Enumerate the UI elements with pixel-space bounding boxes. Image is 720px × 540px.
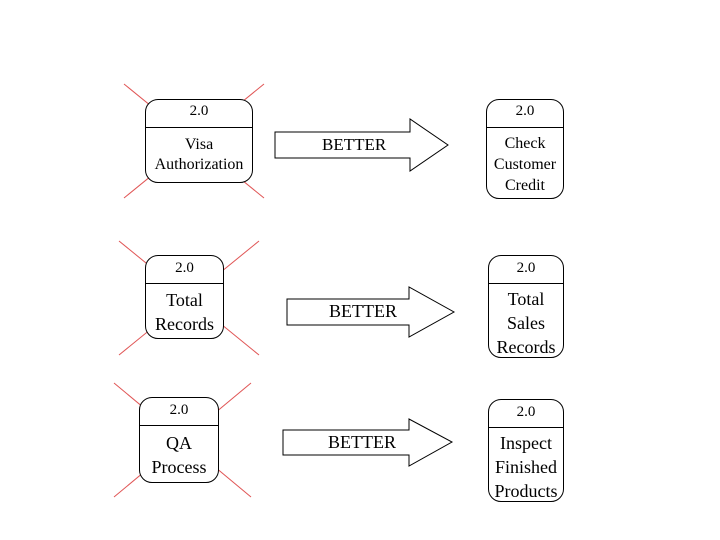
- rejected-process-box: 2.0 QA Process: [139, 397, 219, 483]
- improved-process-box: 2.0 Inspect Finished Products: [488, 399, 564, 502]
- process-divider: [146, 283, 223, 284]
- process-number: 2.0: [189, 103, 209, 119]
- improved-process-box: 2.0 Check Customer Credit: [486, 99, 564, 199]
- better-arrow: [286, 286, 456, 338]
- process-name: Visa Authorization: [154, 136, 244, 173]
- improved-process-box: 2.0 Total Sales Records: [488, 255, 564, 358]
- process-name: Total Sales Records: [496, 289, 556, 357]
- process-divider: [487, 127, 563, 128]
- process-name: Check Customer Credit: [493, 135, 557, 194]
- process-divider: [489, 427, 563, 428]
- process-number: 2.0: [169, 402, 189, 418]
- better-arrow: [282, 418, 454, 467]
- better-arrow: [274, 118, 449, 172]
- rejected-process-box: 2.0 Visa Authorization: [145, 99, 253, 183]
- rejected-process-box: 2.0 Total Records: [145, 255, 224, 339]
- process-divider: [489, 283, 563, 284]
- process-number: 2.0: [175, 260, 194, 276]
- process-number: 2.0: [515, 103, 535, 119]
- process-divider: [146, 127, 252, 128]
- process-name: Inspect Finished Products: [494, 433, 558, 501]
- process-name: QA Process: [151, 433, 207, 477]
- process-name: Total Records: [155, 290, 214, 334]
- arrow-label: BETTER: [329, 301, 397, 321]
- arrow-label: BETTER: [322, 135, 387, 154]
- process-number: 2.0: [516, 260, 536, 276]
- arrow-label: BETTER: [328, 432, 396, 452]
- process-divider: [140, 425, 218, 426]
- process-number: 2.0: [516, 404, 536, 420]
